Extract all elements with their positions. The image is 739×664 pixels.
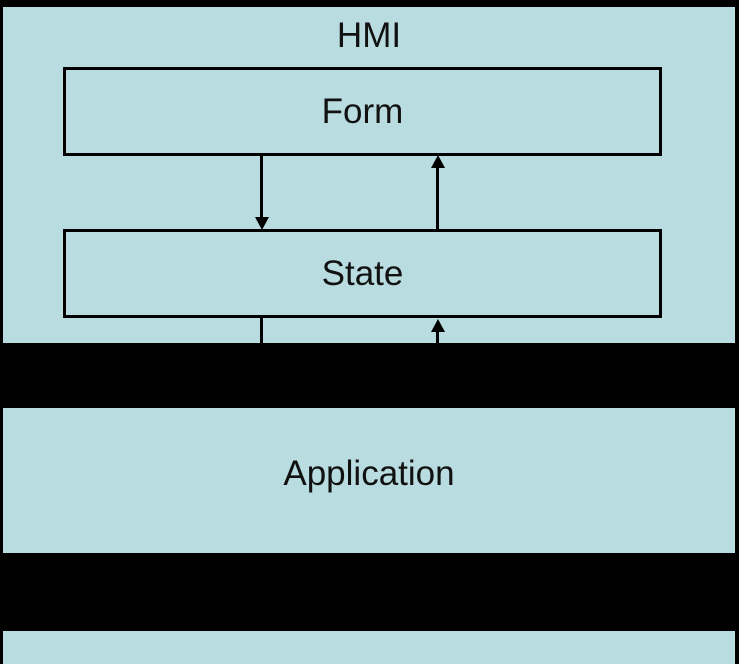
- state-to-application-arrow-line: [260, 318, 263, 343]
- bottom-region: [3, 631, 735, 664]
- form-to-state-arrowhead-icon: [255, 217, 269, 230]
- form-to-state-arrow-line: [260, 155, 263, 220]
- form-label: Form: [321, 91, 404, 131]
- separator-band-2: [0, 553, 739, 631]
- state-box: State: [63, 229, 662, 318]
- application-label: Application: [283, 454, 455, 493]
- state-to-form-arrowhead-icon: [431, 155, 445, 168]
- state-to-form-arrow-line: [436, 166, 439, 230]
- hmi-title: HMI: [336, 16, 402, 55]
- application-to-state-arrowhead-icon: [431, 319, 445, 332]
- application-region: Application: [3, 408, 735, 553]
- application-to-state-arrow-line: [436, 330, 439, 343]
- state-label: State: [321, 253, 404, 293]
- form-box: Form: [63, 67, 662, 156]
- separator-band-1: [0, 343, 739, 408]
